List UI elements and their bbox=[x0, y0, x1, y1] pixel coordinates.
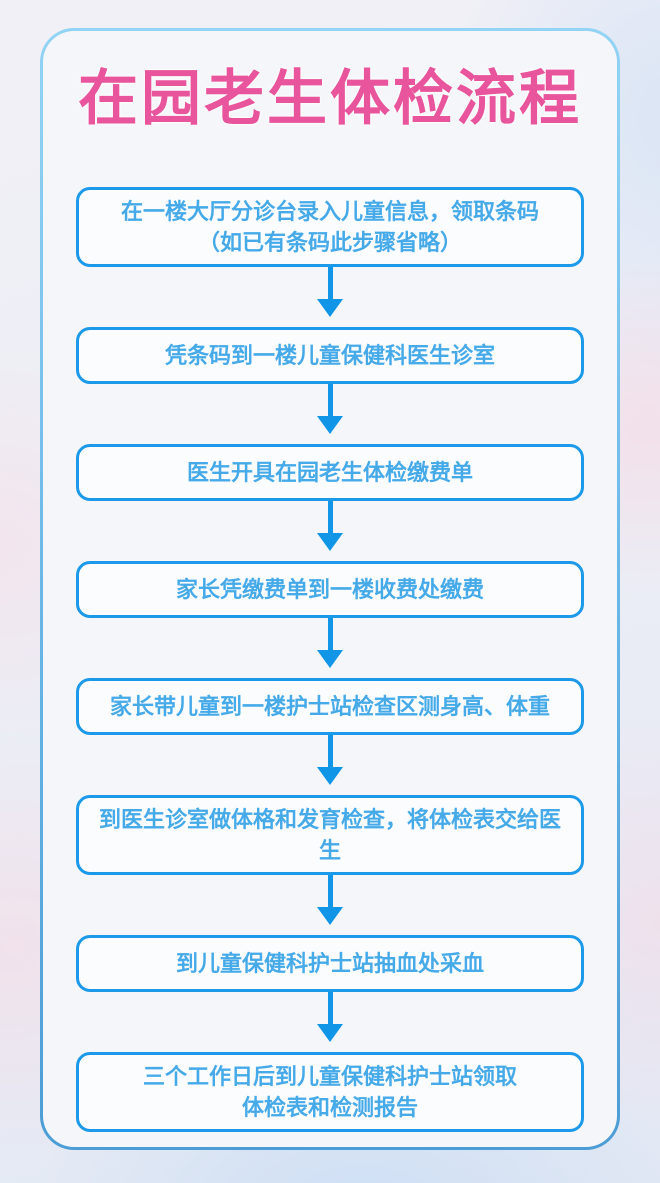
flow-step-box: 家长带儿童到一楼护士站检查区测身高、体重 bbox=[76, 678, 584, 735]
flow-step-box: 家长凭缴费单到一楼收费处缴费 bbox=[76, 561, 584, 618]
arrow-stem bbox=[327, 992, 333, 1025]
flow-step-box: 到医生诊室做体格和发育检查，将体检表交给医生 bbox=[76, 795, 584, 875]
flow-step-label: 在一楼大厅分诊台录入儿童信息，领取条码 （如已有条码此步骤省略） bbox=[120, 199, 539, 255]
flow-step-label: 到医生诊室做体格和发育检查，将体检表交给医生 bbox=[98, 807, 561, 863]
flow-step-box: 在一楼大厅分诊台录入儿童信息，领取条码 （如已有条码此步骤省略） bbox=[76, 187, 584, 267]
flow-step-label: 家长凭缴费单到一楼收费处缴费 bbox=[175, 577, 484, 602]
arrow-head bbox=[317, 907, 343, 925]
flow-step-label: 医生开具在园老生体检缴费单 bbox=[186, 460, 473, 485]
down-arrow-icon bbox=[317, 992, 343, 1052]
down-arrow-icon bbox=[317, 384, 343, 444]
arrow-stem bbox=[327, 618, 333, 651]
flow-step-box: 三个工作日后到儿童保健科护士站领取 体检表和检测报告 bbox=[76, 1052, 584, 1132]
page-title: 在园老生体检流程 bbox=[78, 65, 582, 132]
arrow-head bbox=[317, 650, 343, 668]
flow-step-label: 到儿童保健科护士站抽血处采血 bbox=[175, 951, 484, 976]
arrow-head bbox=[317, 533, 343, 551]
arrow-stem bbox=[327, 501, 333, 534]
down-arrow-icon bbox=[317, 735, 343, 795]
flowchart-card: 在园老生体检流程 在一楼大厅分诊台录入儿童信息，领取条码 （如已有条码此步骤省略… bbox=[43, 31, 617, 1147]
flowchart: 在一楼大厅分诊台录入儿童信息，领取条码 （如已有条码此步骤省略） 凭条码到一楼儿… bbox=[43, 187, 617, 1132]
flow-step-box: 到儿童保健科护士站抽血处采血 bbox=[76, 935, 584, 992]
arrow-head bbox=[317, 416, 343, 434]
flowchart-card-border: 在园老生体检流程 在一楼大厅分诊台录入儿童信息，领取条码 （如已有条码此步骤省略… bbox=[40, 28, 620, 1150]
down-arrow-icon bbox=[317, 875, 343, 935]
flow-step-box: 凭条码到一楼儿童保健科医生诊室 bbox=[76, 327, 584, 384]
arrow-head bbox=[317, 1024, 343, 1042]
down-arrow-icon bbox=[317, 618, 343, 678]
flow-step-box: 医生开具在园老生体检缴费单 bbox=[76, 444, 584, 501]
arrow-stem bbox=[327, 735, 333, 768]
arrow-head bbox=[317, 767, 343, 785]
arrow-stem bbox=[327, 384, 333, 417]
arrow-stem bbox=[327, 875, 333, 908]
flow-step-label: 家长带儿童到一楼护士站检查区测身高、体重 bbox=[109, 694, 550, 719]
down-arrow-icon bbox=[317, 501, 343, 561]
down-arrow-icon bbox=[317, 267, 343, 327]
flow-step-label: 三个工作日后到儿童保健科护士站领取 体检表和检测报告 bbox=[142, 1064, 517, 1120]
arrow-stem bbox=[327, 267, 333, 300]
arrow-head bbox=[317, 299, 343, 317]
flow-step-label: 凭条码到一楼儿童保健科医生诊室 bbox=[164, 343, 495, 368]
